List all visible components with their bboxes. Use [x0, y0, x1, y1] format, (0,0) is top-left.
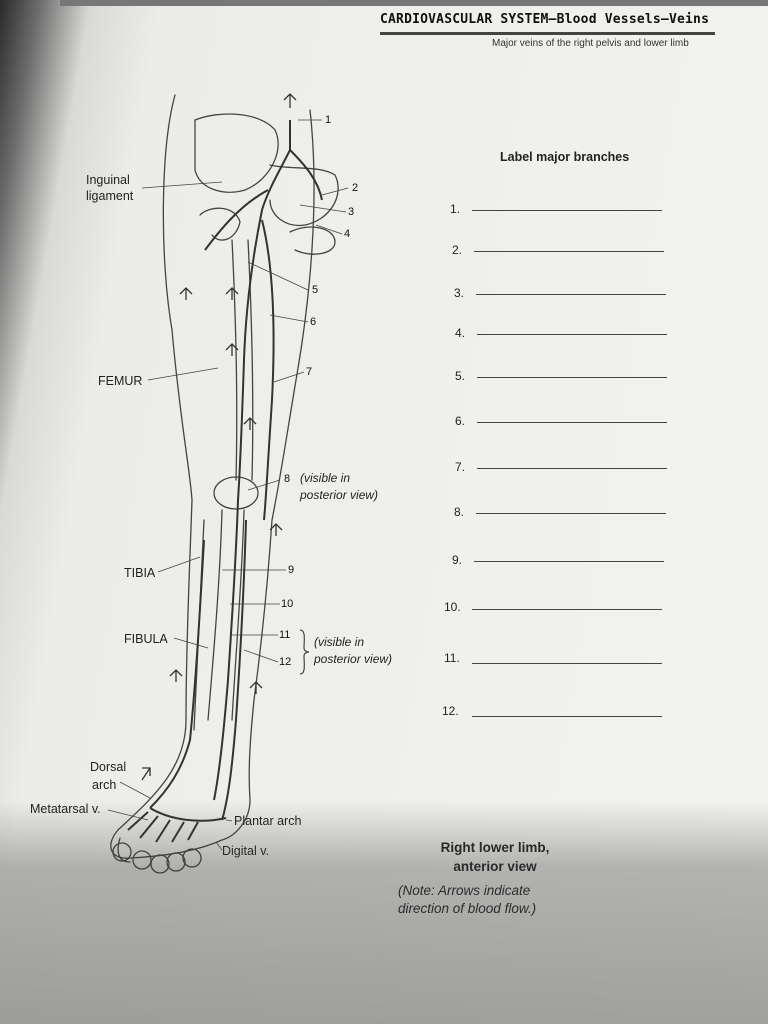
brace-11-12: [299, 629, 310, 675]
answer-number: 7.: [455, 460, 466, 474]
page-title: CARDIOVASCULAR SYSTEM—Blood Vessels—Vein…: [380, 12, 710, 27]
label-femur: FEMUR: [98, 374, 143, 388]
callout-number: 9: [288, 564, 295, 576]
label-fibula: FIBULA: [124, 632, 168, 646]
caption-line: anterior view: [453, 859, 537, 874]
answer-number: 8.: [454, 505, 465, 519]
figure-note: (Note: Arrows indicate direction of bloo…: [398, 882, 598, 918]
callout-number: 2: [352, 182, 359, 194]
annotation-8: (visible in posterior view): [300, 470, 378, 504]
answer-blank[interactable]: [474, 561, 664, 562]
answer-row: 7.: [455, 460, 695, 482]
caption-line: Right lower limb,: [440, 840, 550, 855]
answer-blank[interactable]: [472, 210, 662, 211]
top-edge-band: [60, 0, 768, 6]
answer-blank[interactable]: [474, 251, 664, 252]
callout-number: 4: [344, 228, 351, 240]
answer-blank[interactable]: [476, 513, 666, 514]
label-digital-vein: Digital v.: [222, 844, 270, 858]
answer-blank[interactable]: [477, 377, 667, 378]
label-dorsal: Dorsal: [90, 760, 127, 774]
callout-number: 10: [281, 598, 294, 610]
callout-number: 3: [348, 206, 355, 218]
answer-number: 2.: [452, 243, 463, 257]
answer-row: 9.: [452, 553, 692, 575]
callout-number: 12: [279, 656, 292, 668]
answer-row: 2.: [452, 243, 692, 265]
annotation-line: posterior view): [314, 652, 393, 666]
answer-row: 10.: [444, 600, 684, 622]
annotation-11-12: (visible in posterior view): [314, 634, 392, 668]
answer-blank[interactable]: [477, 468, 667, 469]
answer-number: 3.: [454, 286, 465, 300]
annotation-line: posterior view): [300, 488, 379, 502]
answer-blank[interactable]: [477, 334, 667, 335]
lower-limb-vein-diagram: [107, 93, 349, 874]
answer-blank[interactable]: [472, 609, 662, 610]
answer-row: 11.: [444, 651, 684, 673]
note-line: (Note: Arrows indicate: [398, 883, 531, 898]
answer-number: 12.: [442, 704, 459, 718]
page-header: CARDIOVASCULAR SYSTEM—Blood Vessels—Vein…: [380, 12, 760, 62]
answer-number: 4.: [455, 326, 466, 340]
annotation-line: (visible in: [300, 471, 351, 485]
callout-number: 11: [279, 629, 291, 641]
answer-row: 12.: [442, 704, 682, 726]
callout-number: 5: [312, 284, 319, 296]
callout-number: 1: [325, 114, 332, 126]
answer-blank[interactable]: [477, 422, 667, 423]
note-line: direction of blood flow.): [398, 901, 537, 916]
label-tibia: TIBIA: [124, 566, 156, 580]
callout-number: 6: [310, 316, 317, 328]
answer-row: 6.: [455, 414, 695, 436]
answer-number: 6.: [455, 414, 466, 428]
callout-number: 7: [306, 366, 313, 378]
answer-row: 3.: [454, 286, 694, 308]
answer-row: 5.: [455, 369, 695, 391]
answer-blank[interactable]: [472, 663, 662, 664]
answer-blank[interactable]: [476, 294, 666, 295]
answer-number: 9.: [452, 553, 463, 567]
answer-number: 1.: [450, 202, 461, 216]
answer-number: 10.: [444, 600, 461, 614]
page-subtitle: Major veins of the right pelvis and lowe…: [492, 38, 689, 49]
answer-row: 4.: [455, 326, 695, 348]
label-plantar-arch: Plantar arch: [234, 814, 302, 828]
answer-number: 5.: [455, 369, 466, 383]
label-ligament: ligament: [86, 189, 134, 203]
label-inguinal: Inguinal: [86, 173, 130, 187]
answer-row: 1.: [450, 202, 690, 224]
figure-caption: Right lower limb, anterior view: [405, 838, 585, 876]
label-metatarsal-vein: Metatarsal v.: [30, 802, 101, 816]
answer-row: 8.: [454, 505, 694, 527]
answers-heading: Label major branches: [500, 150, 630, 164]
title-rule: [380, 32, 715, 35]
answer-blank[interactable]: [472, 716, 662, 717]
annotation-line: (visible in: [314, 635, 365, 649]
label-arch: arch: [92, 778, 117, 792]
answer-number: 11.: [444, 651, 460, 665]
callout-number: 8: [284, 473, 291, 485]
